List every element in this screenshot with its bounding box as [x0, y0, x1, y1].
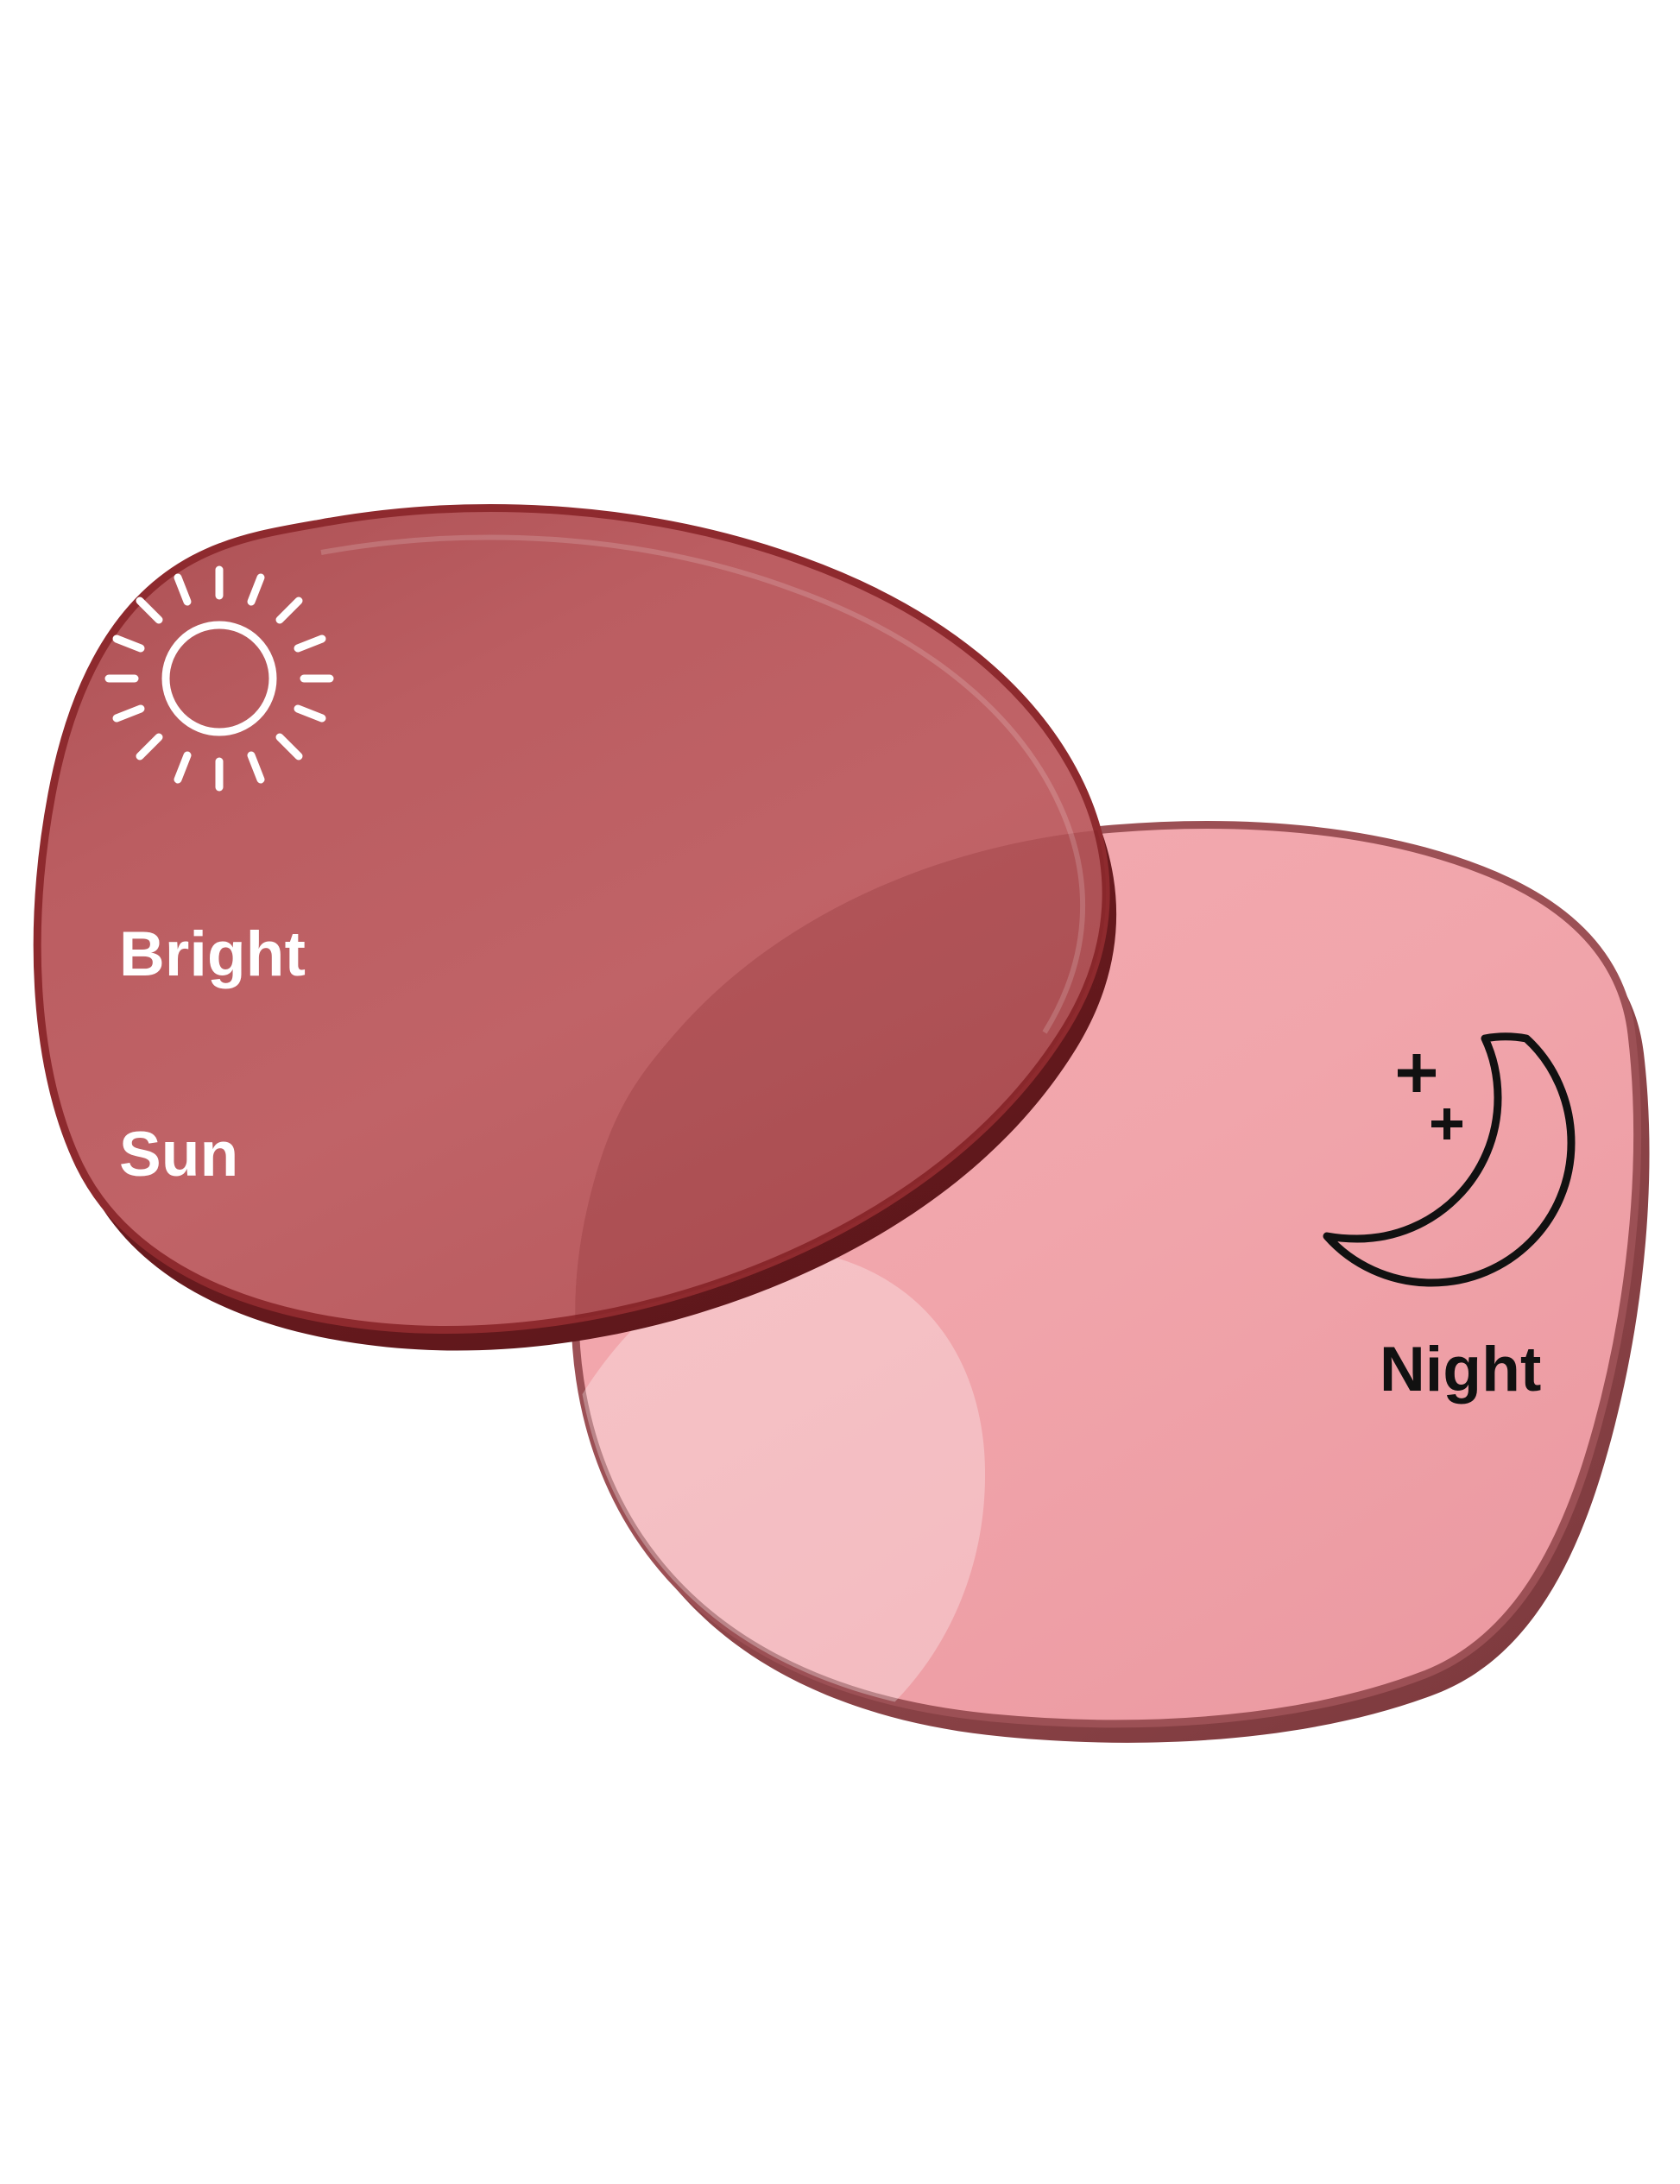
- bright-sun-label: Bright Sun: [119, 787, 306, 1322]
- bright-sun-lens: [37, 508, 1117, 1351]
- star-plus-large-icon: [1398, 1054, 1436, 1092]
- bright-sun-label-line1: Bright: [119, 918, 306, 989]
- moon-stars-icon: [1323, 1032, 1576, 1287]
- crescent-moon-shape: [1323, 1032, 1576, 1287]
- bright-sun-lens-bevel: [320, 534, 1086, 1034]
- star-plus-small-icon: [1431, 1108, 1462, 1139]
- night-label: Night: [1380, 1202, 1542, 1537]
- sun-icon: [104, 565, 334, 792]
- bright-sun-label-line2: Sun: [119, 1119, 239, 1190]
- night-label-line1: Night: [1380, 1334, 1542, 1404]
